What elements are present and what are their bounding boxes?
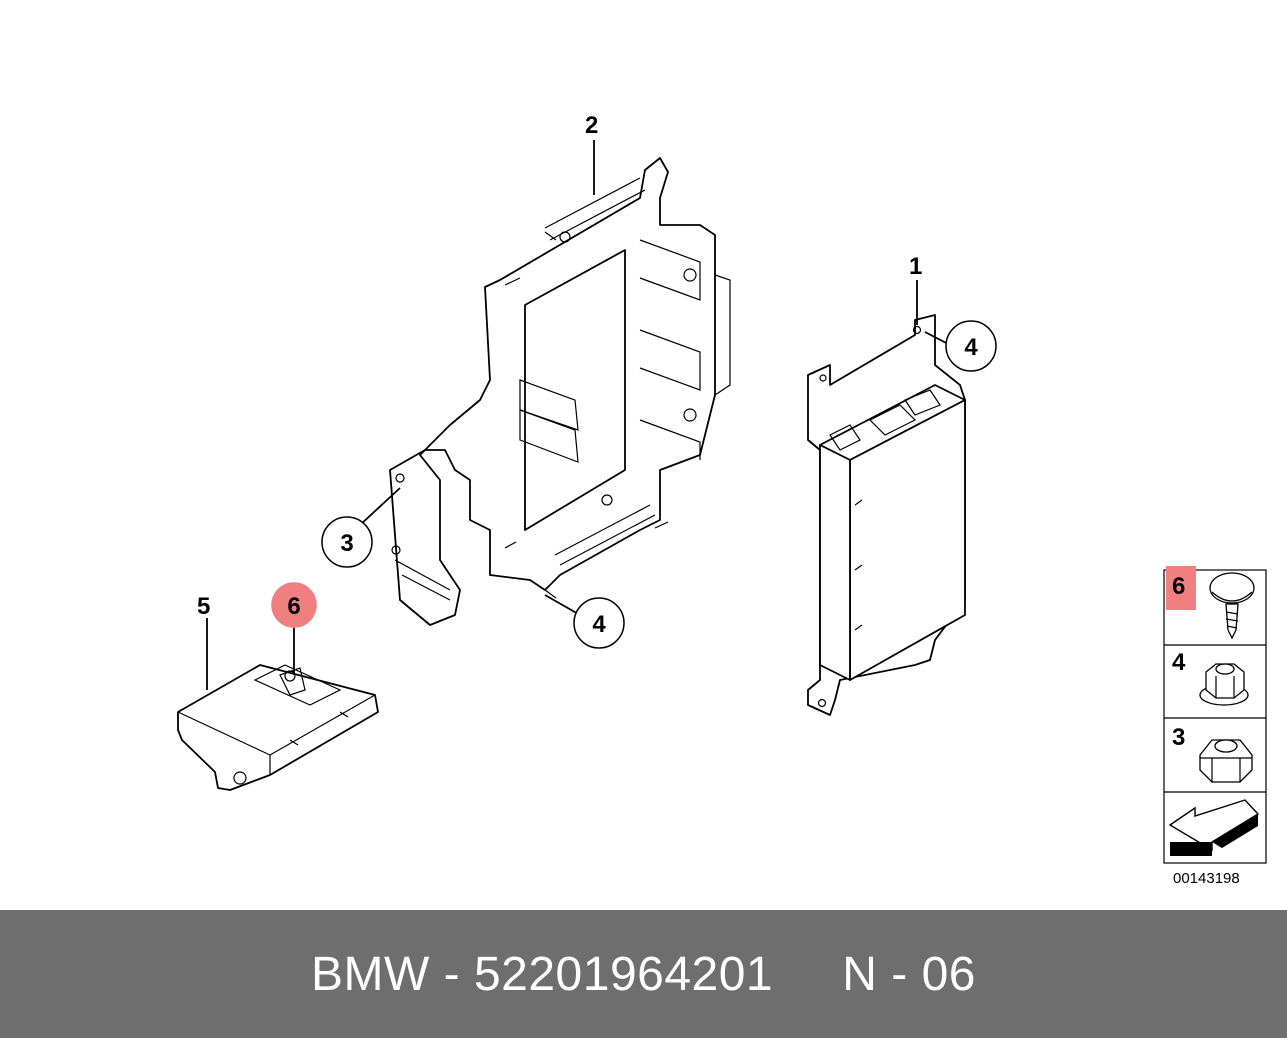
callout-5: 5 — [197, 593, 210, 620]
callout-4-bracket: 4 — [573, 597, 625, 649]
parts-diagram: 2 1 5 4 3 4 6 6 — [177, 112, 1267, 864]
legend-label-3: 3 — [1172, 724, 1185, 751]
direction-arrow-icon — [1168, 799, 1260, 856]
callout-label-1: 1 — [909, 253, 922, 280]
legend-item-3[interactable]: 3 — [1172, 724, 1253, 783]
callout-label-2: 2 — [585, 112, 598, 139]
catalog-number: 00143198 — [1173, 870, 1240, 887]
small-module-part-5 — [177, 664, 379, 791]
callout-1: 1 — [909, 253, 922, 280]
footer-part-number: BMW - 52201964201 N - 06 — [311, 947, 976, 1001]
callout-label-6: 6 — [287, 593, 300, 620]
leader-lines — [206, 140, 953, 690]
callout-label-5: 5 — [197, 593, 210, 620]
fastener-legend: 6 4 3 — [1163, 566, 1267, 864]
control-module-part-1 — [807, 314, 966, 716]
callout-label-3: 3 — [340, 530, 353, 557]
callout-3: 3 — [321, 516, 373, 568]
screw-icon — [1209, 572, 1255, 640]
legend-label-4: 4 — [1172, 649, 1186, 676]
callout-label-4: 4 — [592, 611, 606, 638]
callout-2: 2 — [585, 112, 598, 139]
flange-nut-icon — [1199, 663, 1249, 706]
mounting-bracket-part-2 — [389, 157, 731, 626]
callout-label-4: 4 — [964, 334, 978, 361]
callout-6-highlighted[interactable]: 6 — [271, 582, 317, 628]
legend-item-4[interactable]: 4 — [1172, 649, 1249, 706]
callout-4-module: 4 — [945, 320, 997, 372]
hex-nut-icon — [1199, 739, 1253, 783]
footer-bar: BMW - 52201964201 N - 06 — [0, 910, 1287, 1038]
legend-item-6[interactable]: 6 — [1166, 566, 1255, 640]
legend-label-6: 6 — [1172, 573, 1185, 600]
